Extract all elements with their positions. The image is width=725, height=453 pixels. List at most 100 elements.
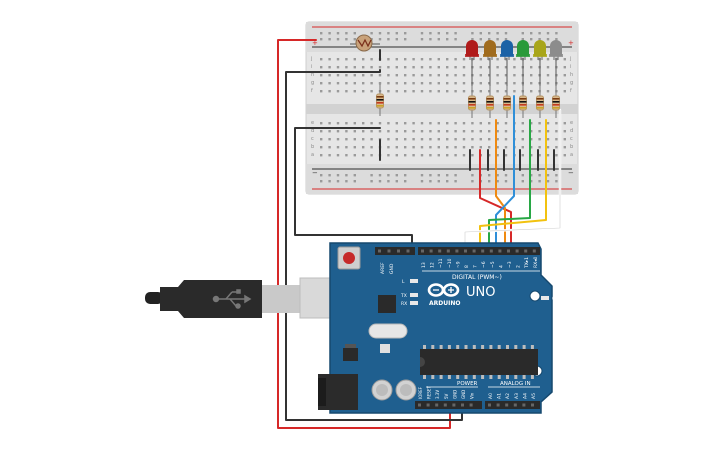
rail-plus-label-right: + (568, 39, 574, 47)
row-letter: h (311, 72, 314, 78)
usb-chip (378, 295, 396, 313)
row-letter: c (311, 136, 314, 142)
led-green[interactable] (516, 40, 530, 60)
reset-button-cap[interactable] (343, 252, 355, 264)
digital-header-label: DIGITAL (PWM~) (452, 274, 502, 281)
digital-pin-label: RX◂0 (533, 257, 539, 268)
rail-minus-label-right: − (568, 169, 574, 177)
wire-black-gnd-digital[interactable] (294, 127, 413, 253)
wire-yellow-pin6[interactable] (479, 119, 547, 253)
row-letter: i (311, 64, 312, 70)
power-pin-label: GND (452, 390, 457, 399)
center-channel (306, 104, 578, 114)
digital-pin-label: ~6 (481, 261, 487, 268)
row-letter: d (311, 128, 314, 134)
power-pin-label: Vin (470, 392, 475, 399)
model-label: UNO (466, 285, 495, 300)
row-letter: a (311, 152, 314, 158)
row-letter: d (570, 128, 573, 134)
led-gray[interactable] (549, 40, 563, 60)
crystal-oscillator (368, 323, 408, 339)
resistor-ldr[interactable] (376, 84, 384, 116)
gnd-label-digital: GND (389, 263, 395, 274)
usb-cable[interactable] (145, 277, 343, 319)
resistor-led-3[interactable] (503, 86, 511, 118)
power-header[interactable] (415, 401, 482, 409)
resistor-led-2[interactable] (486, 86, 494, 118)
usb-icon (212, 289, 252, 309)
digital-pin-label: 8 (464, 265, 470, 268)
resistor-led-1[interactable] (468, 86, 476, 118)
analog-label: ANALOG IN (500, 381, 531, 387)
wire-black-gnd-top[interactable] (285, 69, 463, 421)
led-leg-links (471, 57, 557, 91)
header-left (375, 247, 415, 255)
wire-red-pin2[interactable] (479, 149, 512, 253)
row-letter: c (570, 136, 573, 142)
digital-pin-label: 13 (421, 262, 427, 268)
wire-blue-pin4[interactable] (495, 95, 515, 253)
row-letter: g (311, 80, 314, 86)
analog-header[interactable] (485, 401, 540, 409)
power-pin-label: 3.3V (435, 390, 440, 399)
wire-green-pin5[interactable] (488, 119, 531, 253)
leds[interactable] (465, 40, 563, 60)
tx-label: TX (400, 293, 407, 299)
row-letter: j (569, 56, 571, 62)
resistor-led-4[interactable] (519, 86, 527, 118)
photoresistor[interactable] (350, 34, 380, 52)
arduino-logo-text: ARDUINO (429, 300, 460, 307)
resistors[interactable] (376, 84, 560, 118)
rx-label: RX (401, 301, 407, 307)
digital-pin-label: 7 (473, 265, 479, 268)
rail-minus-label: − (312, 169, 318, 177)
resistor-led-5[interactable] (536, 86, 544, 118)
led-blue[interactable] (500, 40, 514, 60)
on-label: ON (552, 296, 559, 302)
led-red[interactable] (465, 40, 479, 60)
row-letter: e (311, 120, 314, 126)
rx-led (410, 301, 418, 305)
voltage-regulator (343, 348, 358, 361)
led-yellow[interactable] (533, 40, 547, 60)
rail-plus-label: + (312, 39, 318, 47)
analog-pin-label: A4 (522, 393, 528, 399)
digital-pin-label: TX▸1 (524, 257, 530, 269)
mount-hole-right (529, 290, 541, 302)
power-pin-label: IOREF (418, 386, 423, 399)
digital-pin-label: ~5 (490, 261, 496, 268)
digital-header[interactable] (418, 247, 540, 255)
row-letter: f (311, 88, 313, 94)
analog-pin-label: A0 (488, 393, 494, 399)
row-letter: a (570, 152, 573, 158)
digital-pin-label: 2 (516, 265, 522, 268)
row-letter: b (570, 144, 573, 150)
digital-pin-label: 4 (498, 265, 504, 268)
power-pin-label: RESET (427, 386, 432, 399)
l-led (410, 279, 418, 283)
digital-pin-label: ~3 (507, 261, 513, 268)
aref-label: AREF (380, 262, 386, 274)
usb-plug-metal (262, 285, 300, 313)
l-label: L (402, 279, 405, 285)
wire-white-outline (464, 109, 561, 253)
wires[interactable] (277, 39, 562, 429)
arduino-logo-icon (427, 283, 460, 297)
led-amber[interactable] (483, 40, 497, 60)
row-letter: b (311, 144, 314, 150)
resistor-led-6[interactable] (552, 86, 560, 118)
row-letter: e (570, 120, 573, 126)
digital-pin-label: 12 (430, 262, 436, 268)
usb-cable-cord (145, 292, 163, 304)
small-component (380, 344, 390, 353)
row-letter: f (570, 88, 572, 94)
row-letter: g (570, 80, 573, 86)
analog-pin-label: A2 (505, 393, 511, 399)
photoresistor-trace (357, 38, 372, 48)
